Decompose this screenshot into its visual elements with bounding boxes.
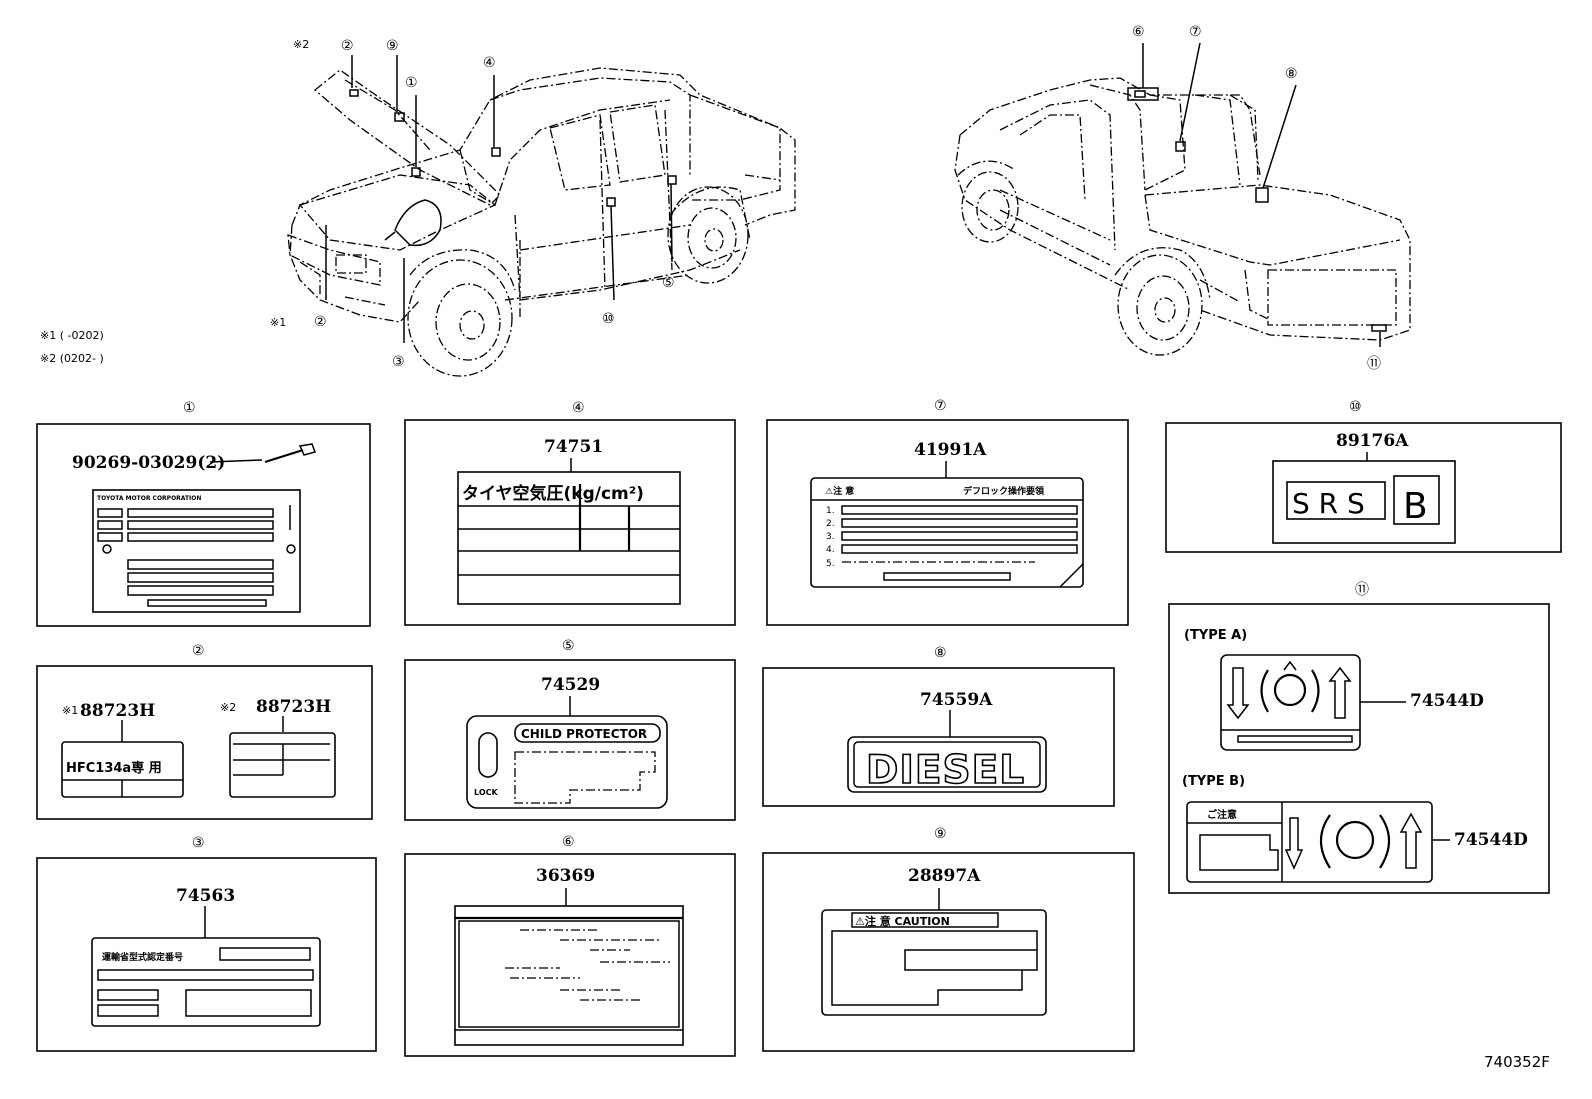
- panel-1-callout: ①: [183, 400, 196, 416]
- panel-11-callout: ⑪: [1355, 582, 1369, 598]
- callout-4: ④: [483, 55, 496, 71]
- rivet-icon: [264, 448, 304, 464]
- panel-11: ⑪ (TYPE A) 74544D (TYPE B) ご注意 74544D: [1168, 582, 1550, 894]
- panel-4: ④ 74751 タイヤ空気圧(kg/cm²): [404, 400, 736, 626]
- truck-front-view: [287, 55, 796, 377]
- part-number-74544D-b: 74544D: [1454, 830, 1528, 850]
- panel-1: ① 90269-03029(2) TOYOTA MOTOR CORPORATIO…: [36, 400, 371, 627]
- part-number-90269-03029: 90269-03029(2): [72, 453, 225, 473]
- panel-6: ⑥ 36369: [404, 834, 736, 1057]
- panel-10: ⑩ 89176A S R S B: [1165, 399, 1562, 553]
- lock-text: LOCK: [474, 788, 498, 797]
- part-number-74544D-a: 74544D: [1410, 691, 1484, 711]
- part-number-88723H-1: 88723H: [80, 701, 155, 721]
- panel-3-callout: ③: [192, 835, 205, 851]
- part-number-74563: 74563: [176, 886, 235, 906]
- footnote-mark-2: ※2: [293, 38, 309, 51]
- panel-5-callout: ⑤: [562, 638, 575, 654]
- part-number-74559A: 74559A: [920, 690, 993, 710]
- callout-6-truck: ⑥: [1132, 24, 1145, 40]
- caution-text: ⚠注 意 CAUTION: [855, 914, 950, 928]
- caution-head-right: デフロック操作要領: [963, 485, 1045, 497]
- callout-2-top: ②: [341, 38, 354, 54]
- panel-2-mark-1: ※1: [62, 704, 78, 717]
- part-number-36369: 36369: [536, 866, 595, 886]
- row-2: 2.: [826, 519, 835, 529]
- panel-2-callout: ②: [192, 643, 205, 659]
- panel-4-callout: ④: [572, 400, 585, 416]
- diesel-text: DIESEL: [866, 748, 1025, 793]
- footnote-1: ※1 ( -0202): [40, 329, 104, 342]
- arrow-down-b-icon: [1284, 817, 1304, 870]
- footnote-mark-1: ※1: [270, 316, 286, 329]
- callout-5: ⑤: [662, 275, 675, 291]
- row-5: 5.: [826, 559, 835, 569]
- panel-9: ⑨ 28897A ⚠注 意 CAUTION: [762, 826, 1135, 1052]
- lock-switch-icon: [478, 732, 498, 778]
- srs-text: S R S: [1292, 487, 1365, 520]
- panel-3: ③ 74563 運輸省型式認定番号: [36, 835, 377, 1052]
- type-a-title: (TYPE A): [1184, 628, 1247, 643]
- callout-10: ⑩: [602, 311, 615, 327]
- srs-letter-b: B: [1403, 486, 1428, 527]
- part-number-28897A: 28897A: [908, 866, 981, 886]
- panel-2: ② ※1 88723H ※2 88723H HFC134a専 用: [36, 643, 373, 820]
- panel-5: ⑤ 74529 LOCK CHILD PROTECTOR: [404, 638, 736, 821]
- callout-9: ⑨: [386, 38, 399, 54]
- callout-3: ③: [392, 354, 405, 370]
- callout-7-truck: ⑦: [1189, 24, 1202, 40]
- panel-10-callout: ⑩: [1349, 399, 1362, 415]
- panel-7-callout: ⑦: [934, 398, 947, 414]
- part-number-74529: 74529: [541, 675, 600, 695]
- panel-8: ⑧ 74559A DIESEL: [762, 645, 1115, 807]
- part-number-74751: 74751: [544, 437, 603, 457]
- panel-2-mark-2: ※2: [220, 701, 236, 714]
- type-approval-text: 運輸省型式認定番号: [102, 951, 183, 963]
- caution-head-left: ⚠注 意: [825, 485, 854, 497]
- part-number-89176A: 89176A: [1336, 431, 1409, 451]
- hfc134a-label-text: HFC134a専 用: [66, 760, 162, 776]
- callout-1: ①: [405, 75, 418, 91]
- callout-2-bottom: ②: [314, 314, 327, 330]
- row-4: 4.: [826, 545, 835, 555]
- type-b-title: (TYPE B): [1182, 774, 1245, 789]
- arrow-up-icon: [1328, 666, 1352, 719]
- figure-code: 740352F: [1484, 1053, 1550, 1071]
- panel-7: ⑦ 41991A ⚠注 意 デフロック操作要領 1. 2. 3. 4. 5.: [766, 398, 1129, 626]
- callout-8-truck: ⑧: [1285, 66, 1298, 82]
- truck-rear-view: [954, 42, 1411, 356]
- vin-plate-header: TOYOTA MOTOR CORPORATION: [97, 495, 201, 502]
- row-3: 3.: [826, 532, 835, 542]
- child-protector-text: CHILD PROTECTOR: [521, 727, 647, 741]
- arrow-up-b-icon: [1399, 812, 1423, 869]
- type-b-head: ご注意: [1207, 808, 1237, 821]
- panel-6-callout: ⑥: [562, 834, 575, 850]
- panel-9-callout: ⑨: [934, 826, 947, 842]
- footnote-2: ※2 (0202- ): [40, 352, 104, 365]
- panel-8-callout: ⑧: [934, 645, 947, 661]
- tire-pressure-text: タイヤ空気圧(kg/cm²): [462, 483, 644, 504]
- callout-11-truck: ⑪: [1367, 356, 1381, 372]
- part-number-88723H-2: 88723H: [256, 697, 331, 717]
- row-1: 1.: [826, 506, 835, 516]
- part-number-41991A: 41991A: [914, 440, 987, 460]
- arrow-down-icon: [1226, 667, 1250, 720]
- vin-plate: [92, 489, 301, 613]
- dial-icon: [1273, 673, 1307, 707]
- dial-b-icon: [1335, 820, 1375, 860]
